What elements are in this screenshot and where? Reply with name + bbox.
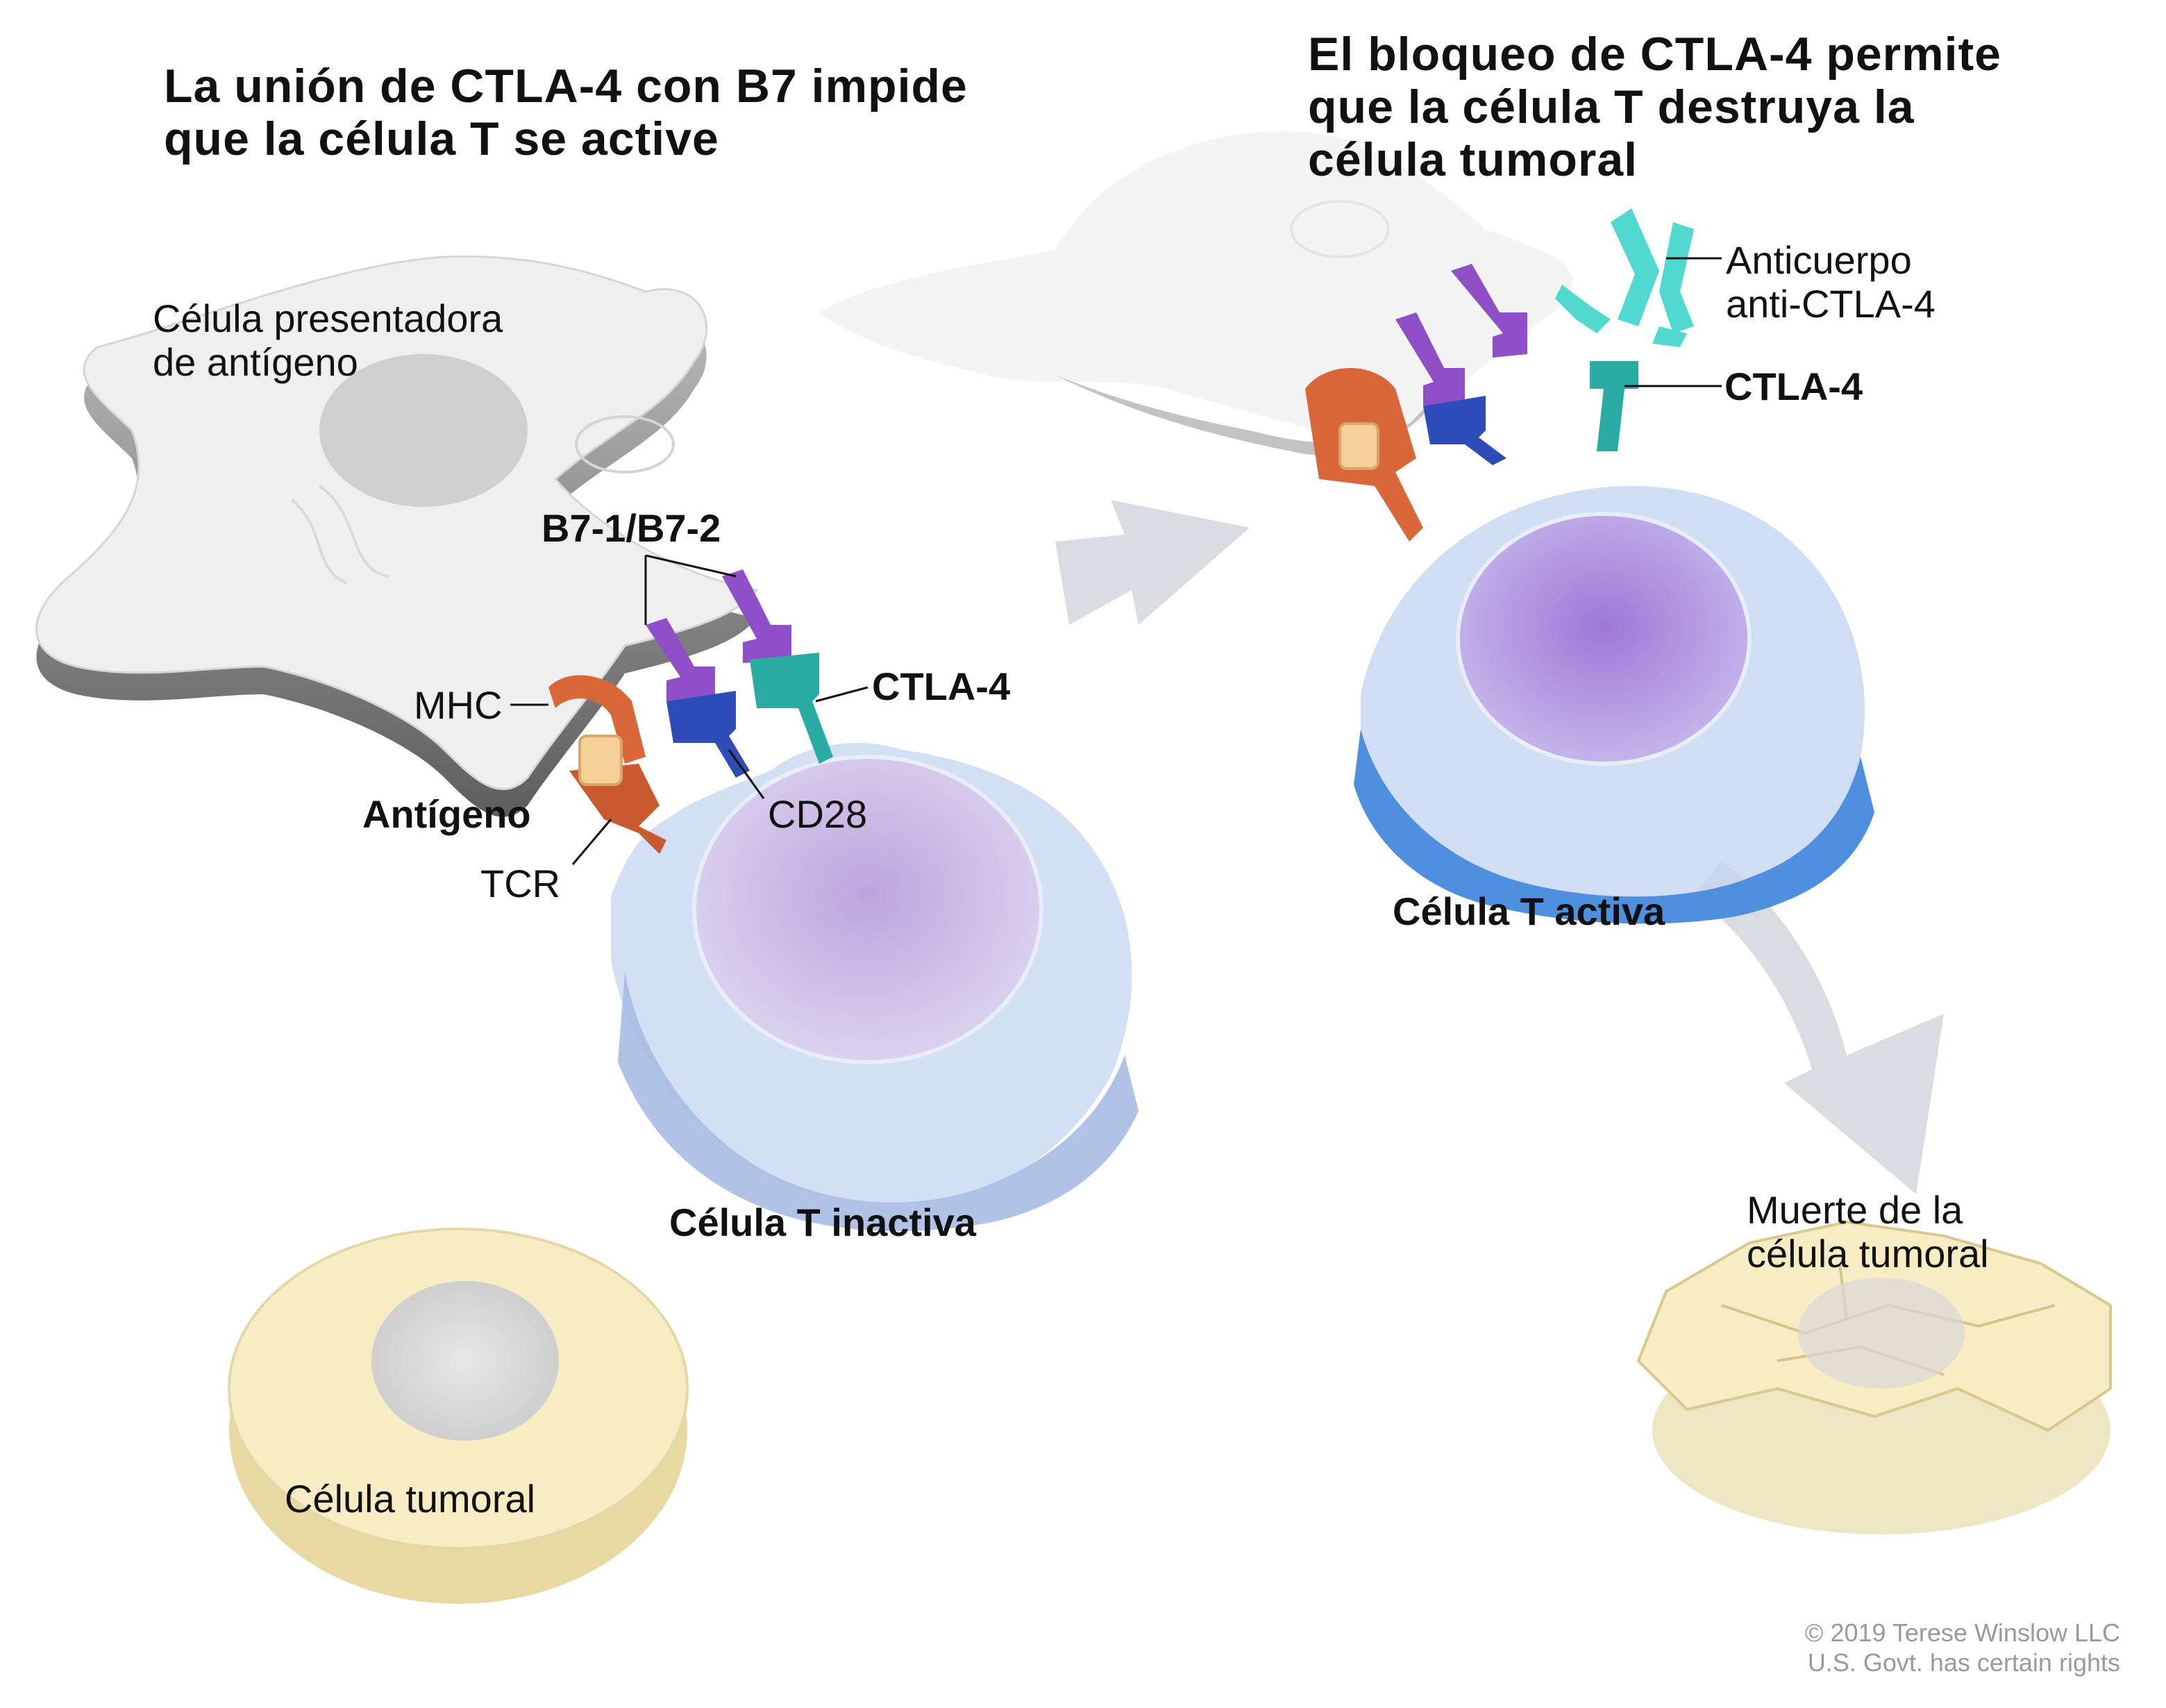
b7-receptor-2	[722, 569, 791, 663]
cd28-receptor-right	[1423, 396, 1506, 465]
anti-ctla4-antibody	[1555, 208, 1694, 347]
tumor-cell-label: Célula tumoral	[285, 1477, 536, 1521]
ctla4-label-right: CTLA-4	[1724, 365, 1863, 408]
tumor-death-label: Muerte de la célula tumoral	[1747, 1188, 1989, 1275]
tcr-receptor	[569, 764, 666, 854]
dying-tumor-cell	[1636, 1220, 2112, 1534]
apc-label: Célula presentadora de antígeno	[153, 296, 503, 384]
antigen-block	[578, 735, 623, 786]
mhc-label: MHC	[414, 683, 503, 727]
cd28-leader-line	[728, 749, 765, 799]
t-cell-active-nucleus	[1458, 514, 1749, 764]
receptors-left	[510, 554, 868, 865]
tcr-leader-line	[571, 819, 612, 865]
apc-nucleus	[319, 354, 528, 507]
ctla4-receptor-right	[1590, 361, 1638, 451]
t-cell-inactive-nucleus	[694, 757, 1041, 1062]
t-cell-inactive-label: Célula T inactiva	[669, 1200, 976, 1244]
antigen-label: Antígeno	[362, 792, 531, 836]
dying-tumor-nucleus	[1798, 1278, 1965, 1389]
ctla4-receptor-left	[750, 653, 833, 764]
left-panel-title: La unión de CTLA-4 con B7 impide que la …	[164, 60, 968, 166]
cd28-label: CD28	[768, 792, 868, 836]
antigen-presenting-cell-left	[35, 255, 759, 817]
apc-vesicle	[575, 415, 675, 474]
right-panel-title: El bloqueo de CTLA-4 permite que la célu…	[1308, 28, 2001, 187]
b7-receptor-right-1	[1395, 312, 1465, 406]
t-cell-active	[1354, 486, 1874, 924]
transition-arrow	[1055, 500, 1250, 625]
b7-receptor-1	[646, 618, 715, 701]
cd28-receptor	[666, 691, 750, 778]
b7-leader-lines	[644, 554, 737, 625]
tumor-cell-nucleus	[371, 1281, 559, 1441]
b7-receptor-right-2	[1451, 264, 1527, 358]
t-cell-active-label: Célula T activa	[1393, 889, 1665, 933]
death-arrow	[1694, 861, 1944, 1194]
ctla4-left-leader-line	[815, 686, 868, 703]
copyright-credit: © 2019 Terese Winslow LLC U.S. Govt. has…	[1804, 1618, 2120, 1677]
b7-label: B7-1/B7-2	[542, 506, 721, 550]
t-cell-inactive	[611, 743, 1139, 1232]
antibody-label: Anticuerpo anti-CTLA-4	[1726, 238, 1936, 326]
receptors-right	[1305, 208, 1722, 542]
tumor-cell	[228, 1228, 689, 1604]
antigen-block-right	[1338, 422, 1379, 470]
tcr-label: TCR	[480, 862, 561, 905]
antigen-presenting-cell-right	[819, 131, 1573, 455]
ctla4-label-left: CTLA-4	[872, 664, 1011, 708]
